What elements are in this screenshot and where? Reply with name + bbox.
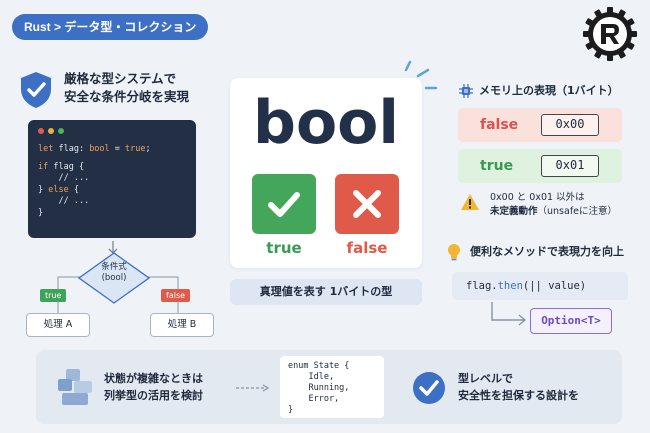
layers-icon — [58, 369, 92, 405]
warning-line-1: 0x00 と 0x01 以外は — [490, 192, 585, 203]
code-suffix: (|| value) — [522, 280, 587, 292]
code-line: } else { — [38, 184, 79, 195]
condition-text: 条件式 — [101, 262, 127, 272]
memory-key-false: false — [480, 117, 519, 133]
bool-card — [230, 78, 422, 268]
code-window: let flag: bool = true; if flag { // ... … — [28, 120, 196, 238]
warning-text: 0x00 と 0x01 以外は 未定義動作（unsafeに注意） — [490, 191, 617, 219]
bottom-right-line-2: 安全性を担保する設計を — [458, 389, 579, 402]
dashed-arrow-icon — [236, 384, 270, 392]
true-tile — [252, 174, 316, 234]
headline-line-2: 安全な条件分岐を実現 — [64, 89, 190, 104]
window-dots — [38, 128, 186, 134]
memory-title: メモリ上の表現（1バイト） — [479, 84, 619, 97]
warning-icon — [461, 194, 479, 210]
check-icon — [268, 192, 300, 217]
warning-line-2: 未定義動作（unsafeに注意） — [490, 205, 617, 219]
memory-key-true: true — [480, 158, 514, 174]
true-tag: true — [40, 289, 67, 302]
false-label: false — [346, 239, 388, 257]
process-a-box: 処理 A — [26, 313, 90, 337]
code-line: // ... — [38, 196, 90, 206]
false-tile — [335, 174, 399, 234]
headline: 厳格な型システムで 安全な条件分岐を実現 — [64, 70, 239, 106]
chip-icon — [459, 84, 473, 98]
condition-type: (bool) — [101, 273, 127, 283]
bool-title: bool — [253, 88, 399, 158]
rust-logo-icon — [583, 7, 637, 61]
option-type-box: Option<T> — [530, 308, 612, 334]
memory-value-false: 0x00 — [541, 114, 599, 136]
process-b-box: 処理 B — [150, 313, 214, 337]
methods-title: 便利なメソッドで表現力を向上 — [470, 245, 624, 258]
warning-tail: （unsafeに注意） — [537, 206, 618, 217]
bottom-left-line-2: 列挙型の活用を検討 — [104, 389, 203, 402]
false-tag: false — [161, 289, 191, 302]
check-circle-icon — [413, 372, 445, 404]
bottom-left-line-1: 状態が複雑なときは — [104, 372, 203, 385]
close-dot-icon — [38, 128, 44, 134]
memory-value-true: 0x01 — [541, 155, 599, 177]
code-method: then — [497, 280, 523, 292]
spark-icon — [404, 60, 438, 90]
method-code: flag.then(|| value) — [452, 272, 628, 300]
bottom-right-text: 型レベルで 安全性を担保する設計を — [458, 370, 579, 404]
headline-line-1: 厳格な型システムで — [64, 71, 177, 86]
code-line: // ... — [38, 173, 90, 183]
condition-diamond — [78, 252, 150, 304]
code-line: if flag { — [38, 161, 85, 172]
page-title: Rust > データ型・コレクション — [12, 14, 209, 40]
minimize-dot-icon — [48, 128, 54, 134]
cross-icon — [353, 190, 381, 218]
code-line: let flag: bool = true; — [38, 144, 151, 154]
warning-bold: 未定義動作 — [490, 206, 538, 217]
maximize-dot-icon — [58, 128, 64, 134]
code-prefix: flag. — [466, 280, 498, 292]
bottom-left-text: 状態が複雑なときは 列挙型の活用を検討 — [104, 370, 203, 404]
bool-caption: 真理値を表す 1バイトの型 — [230, 279, 422, 305]
code-line: } — [38, 207, 44, 218]
true-label: true — [266, 239, 302, 257]
shield-check-icon — [21, 72, 51, 108]
enum-code: enum State { Idle, Running, Error, } — [280, 356, 384, 418]
lightbulb-icon — [448, 244, 460, 261]
bottom-right-line-1: 型レベルで — [458, 372, 513, 385]
condition-label: 条件式 (bool) — [78, 262, 150, 284]
return-arrow-icon — [491, 302, 527, 326]
